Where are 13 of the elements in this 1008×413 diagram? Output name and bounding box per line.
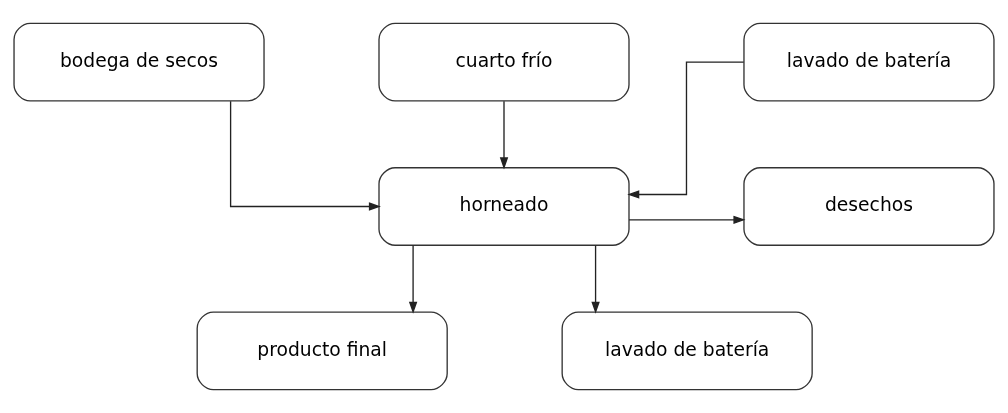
- arrow: [628, 215, 746, 225]
- node-box: lavado de batería: [743, 22, 995, 102]
- arrow: [627, 61, 745, 199]
- arrow: [229, 100, 381, 211]
- node-box: bodega de secos: [13, 22, 265, 102]
- arrow: [591, 244, 600, 314]
- node-box: lavado de batería: [561, 311, 813, 391]
- node-box: desechos: [743, 167, 995, 246]
- arrow: [499, 100, 509, 170]
- node-box: cuarto frío: [378, 22, 630, 102]
- arrow: [408, 244, 418, 314]
- node-box: producto final: [196, 311, 448, 391]
- node-box: horneado: [378, 167, 630, 246]
